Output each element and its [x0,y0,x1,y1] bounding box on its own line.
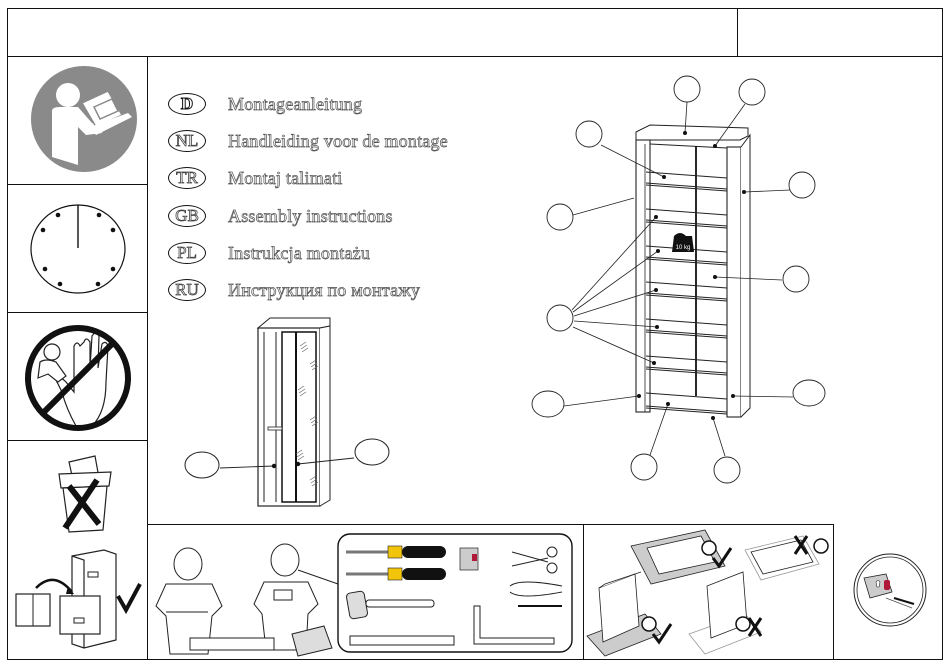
bottom-section-top [147,524,833,525]
spirit-level-icon [350,636,454,645]
part-callout [532,391,564,417]
part-callout [547,305,573,331]
hard-floor-upright-tip [689,572,761,654]
language-code-badge: D [168,93,206,115]
no-children-icon [22,322,134,434]
read-manual-icon [30,65,138,173]
sidebar-sep-3 [7,440,147,441]
wall-bracket-detail-icon [852,552,928,628]
part-callout [783,266,809,292]
svg-text:10 kg: 10 kg [676,245,691,251]
weight-10kg-icon: 10 kg [672,233,694,252]
part-callout [793,380,825,406]
language-label: Instrukcja montażu [228,243,370,264]
part-callout [576,121,602,147]
language-item: RU Инструкция по монтажу [168,276,420,304]
language-label: Montaj talimati [228,168,342,189]
soft-surface-upright-tip [587,572,671,656]
language-item: D Montageanleitung [168,90,362,118]
hard-floor-tip [745,536,828,580]
bottom-sep-1 [583,524,584,660]
part-callout [789,172,815,198]
bottom-sep-2 [833,524,834,660]
workers-and-tools-illustration [148,526,582,658]
language-item: GB Assembly instructions [168,202,393,230]
language-label: Handleiding voor de montage [228,131,448,152]
language-item: TR Montaj talimati [168,164,342,192]
language-code-badge: RU [168,279,206,301]
language-code-badge: TR [168,167,206,189]
language-item: PL Instrukcja montażu [168,239,370,267]
language-code-badge: GB [168,205,206,227]
file-cabinet-keep-icon [14,548,144,654]
sidebar-sep-2 [7,312,147,313]
sidebar-sep-1 [7,184,147,185]
language-item: NL Handleiding voor de montage [168,127,448,155]
soft-surface-tip [631,530,731,584]
workspace-tips-illustration [585,526,831,658]
part-callout [739,79,765,105]
language-code-badge: NL [168,130,206,152]
language-code-badge: PL [168,242,206,264]
part-callout [185,452,219,478]
wall-bracket-icon [460,548,478,570]
flat-pack-box [190,638,274,650]
part-callout [674,76,700,102]
header-bar [7,8,943,57]
part-callout [714,457,740,483]
cabinet-overview-drawing [180,310,400,520]
part-callout [631,454,657,480]
language-label: Assembly instructions [228,206,393,227]
part-callout [547,204,573,230]
language-label: Инструкция по монтажу [228,280,420,301]
do-not-discard-icon [55,450,115,535]
exploded-view-drawing: 10 kg [520,70,840,490]
language-label: Montageanleitung [228,94,362,115]
clock-icon [30,202,128,294]
header-divider [737,8,738,57]
part-callout [355,439,389,465]
